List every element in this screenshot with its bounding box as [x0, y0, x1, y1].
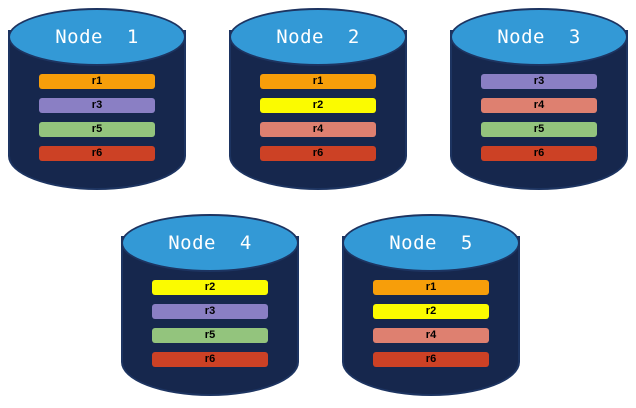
node-cylinder-2[interactable]: Node 2 r1 r2 r4 r6: [229, 8, 407, 190]
replica-bar[interactable]: r3: [481, 74, 597, 89]
replica-list: r1 r2 r4 r6: [260, 74, 376, 161]
cylinder-top-ellipse: [342, 214, 520, 272]
node-label: Node 3: [497, 26, 581, 48]
node-cylinder-3[interactable]: Node 3 r3 r4 r5 r6: [450, 8, 628, 190]
replica-list: r1 r3 r5 r6: [39, 74, 155, 161]
replica-bar[interactable]: r6: [373, 352, 489, 367]
node-cylinder-5[interactable]: Node 5 r1 r2 r4 r6: [342, 214, 520, 396]
replica-list: r2 r3 r5 r6: [152, 280, 268, 367]
replica-bar[interactable]: r5: [39, 122, 155, 137]
replica-bar[interactable]: r6: [481, 146, 597, 161]
node-label: Node 2: [276, 26, 360, 48]
replica-bar[interactable]: r4: [481, 98, 597, 113]
node-label: Node 1: [55, 26, 139, 48]
replica-bar[interactable]: r3: [152, 304, 268, 319]
replica-bar[interactable]: r6: [152, 352, 268, 367]
node-cylinder-1[interactable]: Node 1 r1 r3 r5 r6: [8, 8, 186, 190]
node-cylinder-4[interactable]: Node 4 r2 r3 r5 r6: [121, 214, 299, 396]
replica-bar[interactable]: r1: [260, 74, 376, 89]
replica-bar[interactable]: r5: [152, 328, 268, 343]
node-label: Node 4: [168, 232, 252, 254]
cylinder-top-ellipse: [450, 8, 628, 66]
node-label: Node 5: [389, 232, 473, 254]
replica-bar[interactable]: r1: [39, 74, 155, 89]
replica-bar[interactable]: r3: [39, 98, 155, 113]
replica-bar[interactable]: r4: [260, 122, 376, 137]
replica-bar[interactable]: r6: [39, 146, 155, 161]
cylinder-top-ellipse: [229, 8, 407, 66]
cylinder-top-ellipse: [8, 8, 186, 66]
replica-bar[interactable]: r6: [260, 146, 376, 161]
replica-bar[interactable]: r2: [152, 280, 268, 295]
replica-list: r3 r4 r5 r6: [481, 74, 597, 161]
replica-bar[interactable]: r2: [260, 98, 376, 113]
replica-list: r1 r2 r4 r6: [373, 280, 489, 367]
replica-bar[interactable]: r1: [373, 280, 489, 295]
replica-bar[interactable]: r5: [481, 122, 597, 137]
cylinder-top-ellipse: [121, 214, 299, 272]
replica-bar[interactable]: r4: [373, 328, 489, 343]
replica-bar[interactable]: r2: [373, 304, 489, 319]
